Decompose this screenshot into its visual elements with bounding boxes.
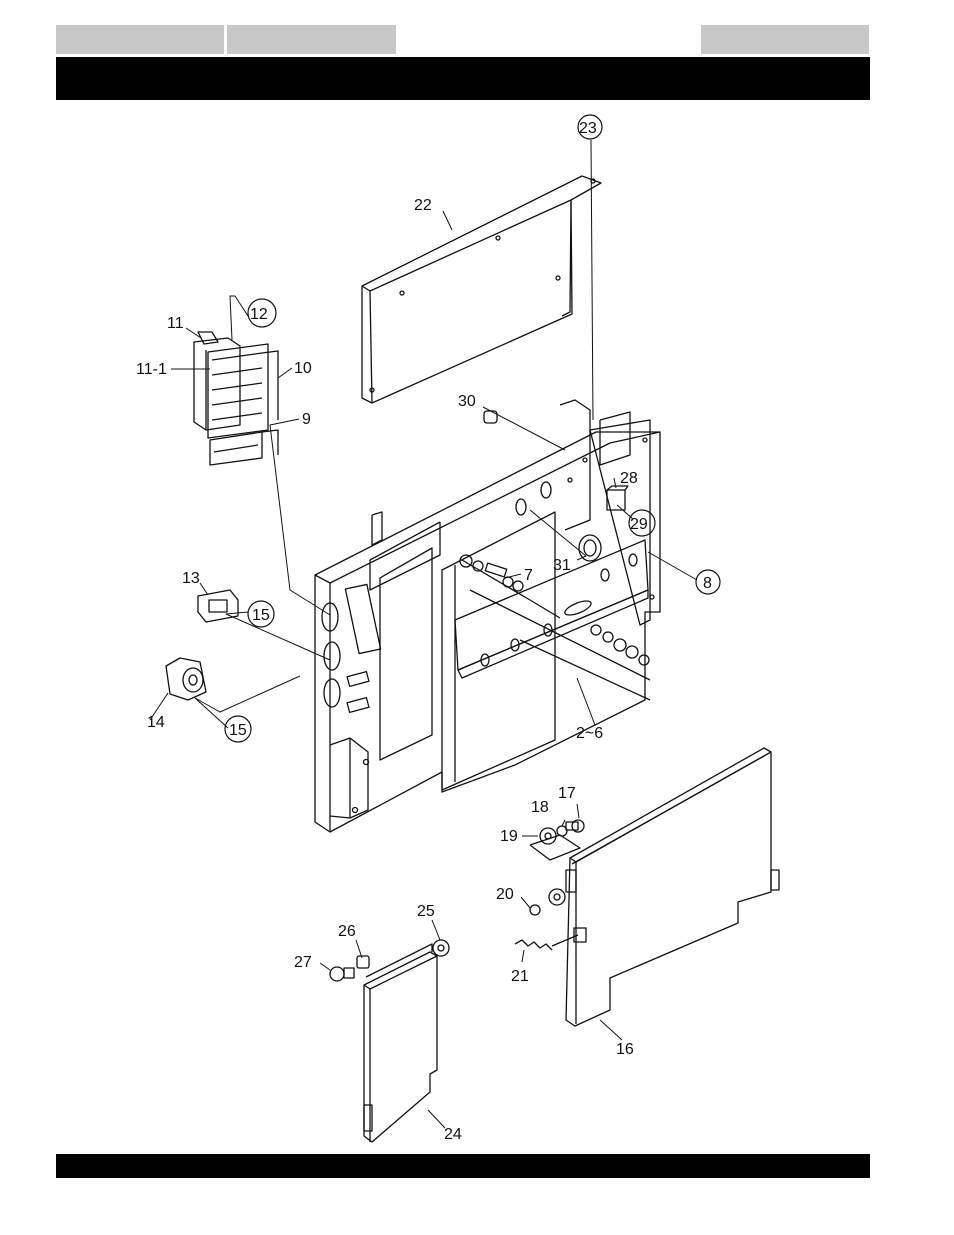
receptacle-part-13 [197, 589, 239, 623]
callout-25: 25 [417, 903, 435, 920]
callout-19: 19 [500, 828, 518, 845]
callout-20: 20 [496, 886, 514, 903]
callout-17: 17 [558, 785, 576, 802]
callout-14: 14 [147, 714, 165, 731]
leader-lines [149, 139, 698, 1129]
callout-22: 22 [414, 197, 432, 214]
callout-9: 9 [302, 411, 311, 428]
header-tab-1 [56, 25, 224, 54]
callout-26: 26 [338, 923, 356, 940]
terminal-bar-part-2-6 [454, 539, 651, 701]
callout-24: 24 [444, 1126, 462, 1143]
callout-7: 7 [524, 567, 533, 584]
callout-29: 29 [630, 516, 648, 533]
callout-23: 23 [579, 120, 597, 137]
callout-10: 10 [294, 360, 312, 377]
callout-labels: 23 22 12 11 11-1 10 9 30 28 29 31 7 8 13… [136, 120, 712, 1143]
access-door-part-24 [363, 943, 438, 1143]
footer-bar [56, 1154, 870, 1178]
terminal-block-part-9-10-11 [193, 331, 279, 466]
title-bar [56, 57, 870, 100]
callout-12: 12 [250, 306, 268, 323]
callout-13: 13 [182, 570, 200, 587]
receptacle-part-14 [165, 657, 207, 701]
callout-11-1: 11-1 [136, 361, 167, 378]
callout-15-upper: 15 [252, 607, 270, 624]
callout-18: 18 [531, 799, 549, 816]
cover-plate-part-22 [361, 175, 602, 404]
hardware-parts-25-27 [329, 939, 450, 982]
hardware-parts-17-21 [514, 819, 587, 951]
callout-rings [224, 114, 721, 743]
main-chassis-panel [314, 399, 661, 833]
hardware-part-7 [459, 554, 650, 666]
header-tab-2 [227, 25, 396, 54]
callout-28: 28 [620, 470, 638, 487]
callout-11: 11 [167, 315, 184, 332]
callout-31: 31 [553, 557, 571, 574]
callout-16: 16 [616, 1041, 634, 1058]
callout-30: 30 [458, 393, 476, 410]
callout-21: 21 [511, 968, 529, 985]
header-tab-3 [701, 25, 869, 54]
callout-8: 8 [703, 575, 712, 592]
switch-part-28 [606, 485, 629, 511]
knob-part-31 [578, 534, 602, 562]
callout-27: 27 [294, 954, 312, 971]
callout-2-6: 2~6 [576, 725, 603, 742]
callout-15-lower: 15 [229, 722, 247, 739]
